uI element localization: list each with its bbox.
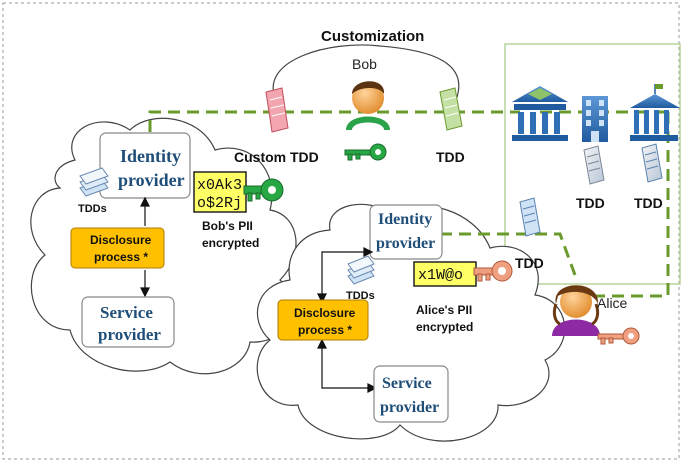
- tdd-label-institution-2: TDD: [634, 195, 663, 211]
- left-disclosure-process-box: Disclosure process *: [70, 227, 165, 269]
- right-disclosure-process-box: Disclosure process *: [277, 299, 369, 341]
- svg-text:x0Ak3: x0Ak3: [197, 177, 242, 194]
- custom-tdd-document-icon: [265, 87, 289, 133]
- alice-encrypted-pii-box: x1W@o: [413, 261, 477, 287]
- institutions-panel: [504, 43, 681, 285]
- tdd-label-institution-1: TDD: [576, 195, 605, 211]
- svg-text:Identity: Identity: [120, 146, 181, 166]
- bob-pii-caption-1: Bob's PII: [202, 219, 253, 233]
- left-service-provider-box: Service provider: [81, 296, 175, 348]
- bob-encrypted-pii-box: x0Ak3 o$2Rj: [193, 171, 247, 213]
- svg-text:provider: provider: [376, 235, 435, 252]
- alice-pii-caption-1: Alice's PII: [416, 303, 472, 317]
- tdd-stack-icon-right: [347, 255, 375, 285]
- svg-text:process *: process *: [94, 250, 148, 264]
- alice-key-icon: [597, 327, 640, 345]
- customization-title: Customization: [321, 28, 424, 45]
- alice-pii-key-icon: [473, 260, 513, 282]
- customization-loop: [272, 44, 460, 101]
- bob-pii-caption-2: encrypted: [202, 236, 259, 250]
- svg-text:process *: process *: [298, 323, 352, 337]
- tdd-document-icon-grey-1: [583, 145, 605, 185]
- left-identity-provider-box: Identity provider: [99, 132, 191, 199]
- svg-text:provider: provider: [118, 170, 185, 190]
- svg-text:provider: provider: [98, 325, 161, 344]
- svg-text:provider: provider: [380, 399, 439, 416]
- bob-label: Bob: [352, 56, 377, 72]
- tdd-document-icon-grey-2: [641, 143, 663, 183]
- right-service-provider-box: Service provider: [373, 365, 449, 423]
- left-flow-arrows: [140, 196, 150, 298]
- alice-pii-caption-2: encrypted: [416, 320, 473, 334]
- right-identity-provider-box: Identity provider: [369, 204, 443, 260]
- university-icon: [512, 86, 568, 141]
- svg-text:Disclosure: Disclosure: [90, 233, 152, 247]
- tdds-label-right: TDDs: [346, 290, 375, 302]
- bank-icon: [630, 84, 680, 141]
- svg-text:Service: Service: [100, 303, 153, 322]
- person-bob-icon: [346, 81, 390, 130]
- tdd-document-icon-green: [439, 87, 463, 131]
- custom-tdd-label: Custom TDD: [234, 149, 319, 165]
- bob-key-icon: [344, 143, 387, 161]
- tdd-label-middle: TDD: [515, 255, 544, 271]
- tdds-label-left: TDDs: [78, 203, 107, 215]
- alice-label: Alice: [597, 295, 628, 311]
- person-alice-icon: [552, 285, 600, 336]
- right-flow-arrows: [317, 247, 378, 393]
- bob-pii-key-icon: [243, 178, 284, 202]
- office-building-icon: [582, 96, 608, 142]
- svg-text:Disclosure: Disclosure: [294, 306, 356, 320]
- tdd-document-icon-blue: [519, 197, 541, 237]
- svg-text:Identity: Identity: [378, 211, 432, 228]
- svg-text:o$2Rj: o$2Rj: [197, 195, 242, 212]
- tdd-stack-icon-left: [79, 167, 109, 197]
- tdd-label-top: TDD: [436, 149, 465, 165]
- svg-text:Service: Service: [382, 375, 432, 392]
- svg-text:x1W@o: x1W@o: [418, 267, 463, 284]
